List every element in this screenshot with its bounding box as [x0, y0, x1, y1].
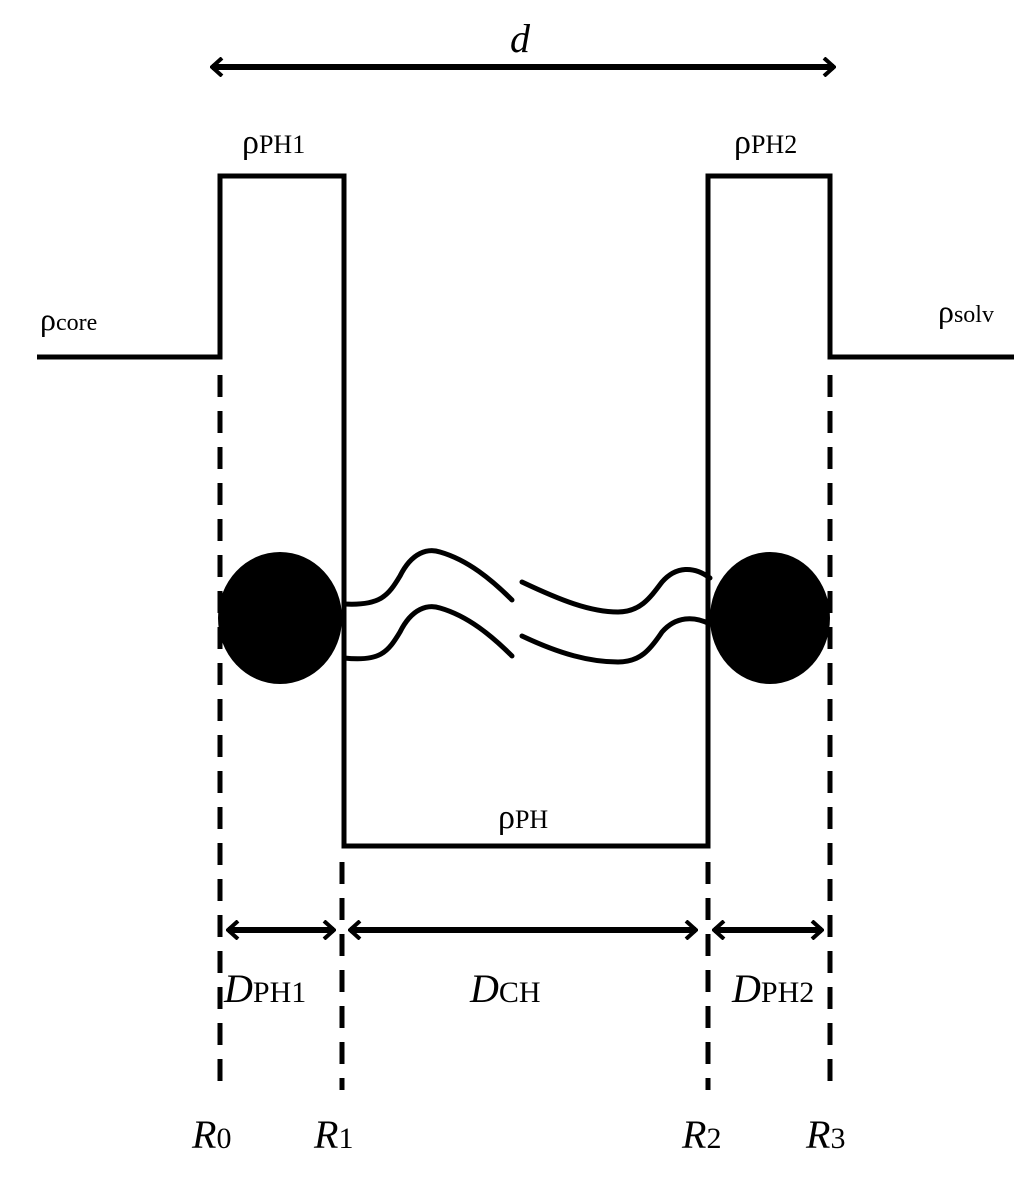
- lipid-head-right: [710, 552, 830, 684]
- lipid-head-left: [218, 552, 342, 684]
- d-label: d: [510, 16, 531, 61]
- rho-ph2-label: ρPH2: [734, 124, 797, 161]
- r1-label: R1: [313, 1112, 353, 1157]
- rho-core-label: ρcore: [40, 301, 97, 337]
- lipid-tails: [341, 548, 713, 665]
- rho-solv-label: ρsolv: [938, 293, 994, 329]
- rho-ph1-label: ρPH1: [242, 124, 305, 161]
- tail-right-upper: [519, 567, 713, 615]
- d-ph1-label: DPH1: [223, 966, 306, 1011]
- d-ph2-label: DPH2: [731, 966, 814, 1011]
- rho-ph-label: ρPH: [498, 799, 548, 836]
- density-profile-line: [37, 173, 1014, 849]
- d-ch-label: DCH: [469, 966, 541, 1011]
- tail-left-lower: [341, 604, 515, 662]
- r0-label: R0: [191, 1112, 231, 1157]
- r3-label: R3: [805, 1112, 845, 1157]
- tail-left-upper: [341, 548, 515, 607]
- tail-right-lower: [519, 616, 713, 665]
- r2-label: R2: [681, 1112, 721, 1157]
